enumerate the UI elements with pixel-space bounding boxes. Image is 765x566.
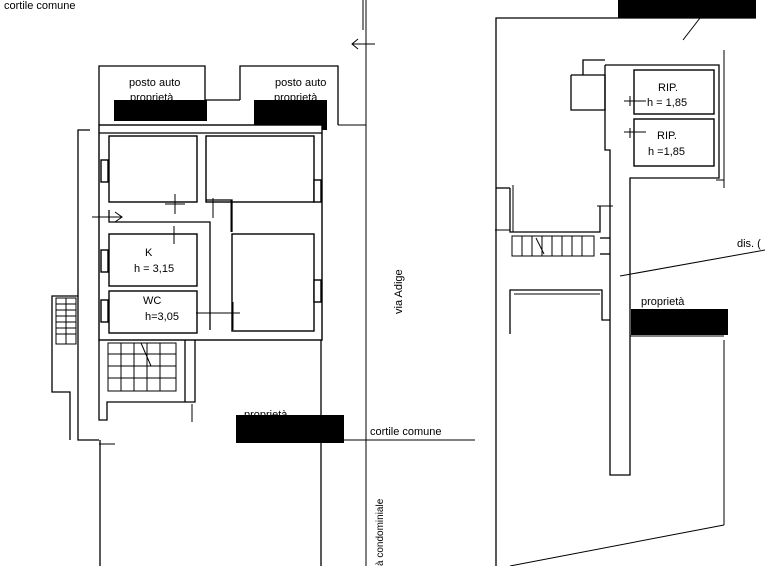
stair-icon — [55, 297, 77, 345]
rip-room-1 — [633, 69, 715, 115]
redaction-box — [631, 309, 728, 335]
cortile-comune-top-label: cortile comune — [4, 0, 76, 12]
posto-auto-left-label: posto auto — [129, 77, 180, 89]
room-wc-name: WC — [143, 295, 161, 307]
arrow-right-icon — [92, 211, 123, 223]
left-plan: cortile comune posto auto proprietà post… — [4, 0, 475, 566]
dis-label: dis. ( — [737, 238, 761, 250]
via-adige-label: via Adige — [393, 269, 405, 314]
room-wc-height: h=3,05 — [145, 311, 179, 323]
proprieta-right-plan-label: proprietà — [641, 296, 685, 308]
redaction-box — [618, 0, 756, 18]
rip1-name: RIP. — [658, 82, 678, 94]
room-k-name: K — [145, 247, 153, 259]
rip2-name: RIP. — [657, 130, 677, 142]
cortile-comune-bottom-label: cortile comune — [370, 426, 442, 438]
right-plan: RIP. h = 1,85 RIP. h =1,85 — [495, 0, 765, 566]
arrow-left-icon — [351, 38, 375, 50]
posto-auto-right-label: posto auto — [275, 77, 326, 89]
room-k-height: h = 3,15 — [134, 263, 174, 275]
stair-icon — [511, 235, 595, 257]
stair-icon — [107, 342, 177, 392]
redaction-box — [236, 415, 344, 443]
redaction-box — [114, 100, 207, 121]
proprieta-condominiale-label: à condominiale — [375, 498, 386, 566]
rip2-height: h =1,85 — [648, 146, 685, 158]
rip-room-2 — [633, 118, 715, 167]
rip1-height: h = 1,85 — [647, 97, 687, 109]
